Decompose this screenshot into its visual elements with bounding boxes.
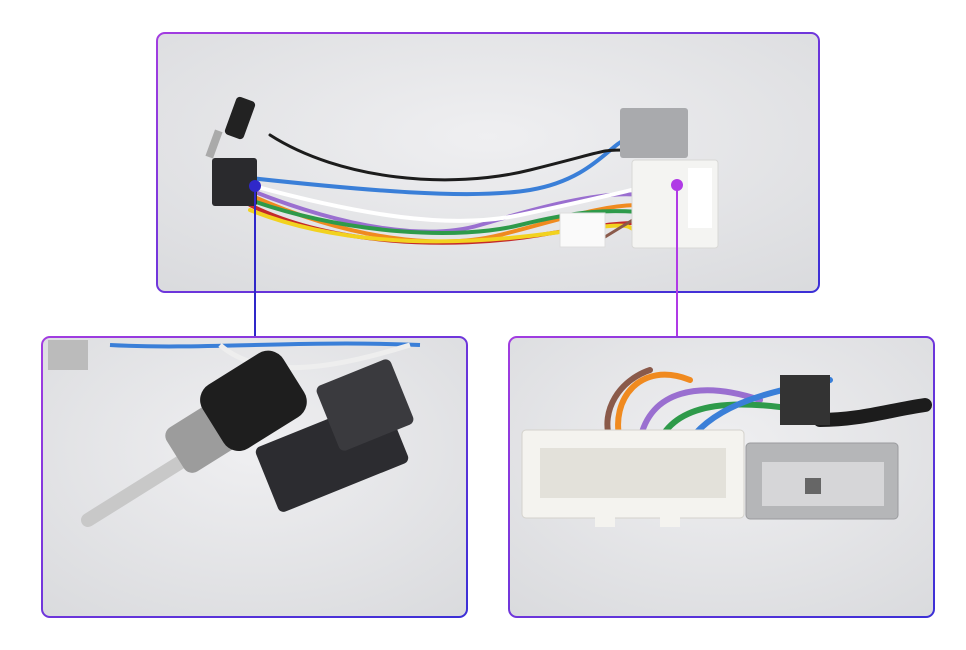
callout-line-left [249,180,261,337]
antenna-plug [81,350,307,527]
white-plug [521,429,745,527]
white-connector [631,159,719,249]
wire-bundle [248,133,692,245]
callout-line-right [671,179,683,337]
iso-connector [205,96,257,206]
bottom-right-panel-vehicle-connectors [508,336,935,618]
wire-tag [559,212,606,248]
grey-connector [620,108,688,158]
grey-plug [745,442,899,520]
iso-block [255,359,414,512]
top-panel-full-harness [156,32,820,293]
bottom-left-panel-antenna-iso [41,336,468,618]
